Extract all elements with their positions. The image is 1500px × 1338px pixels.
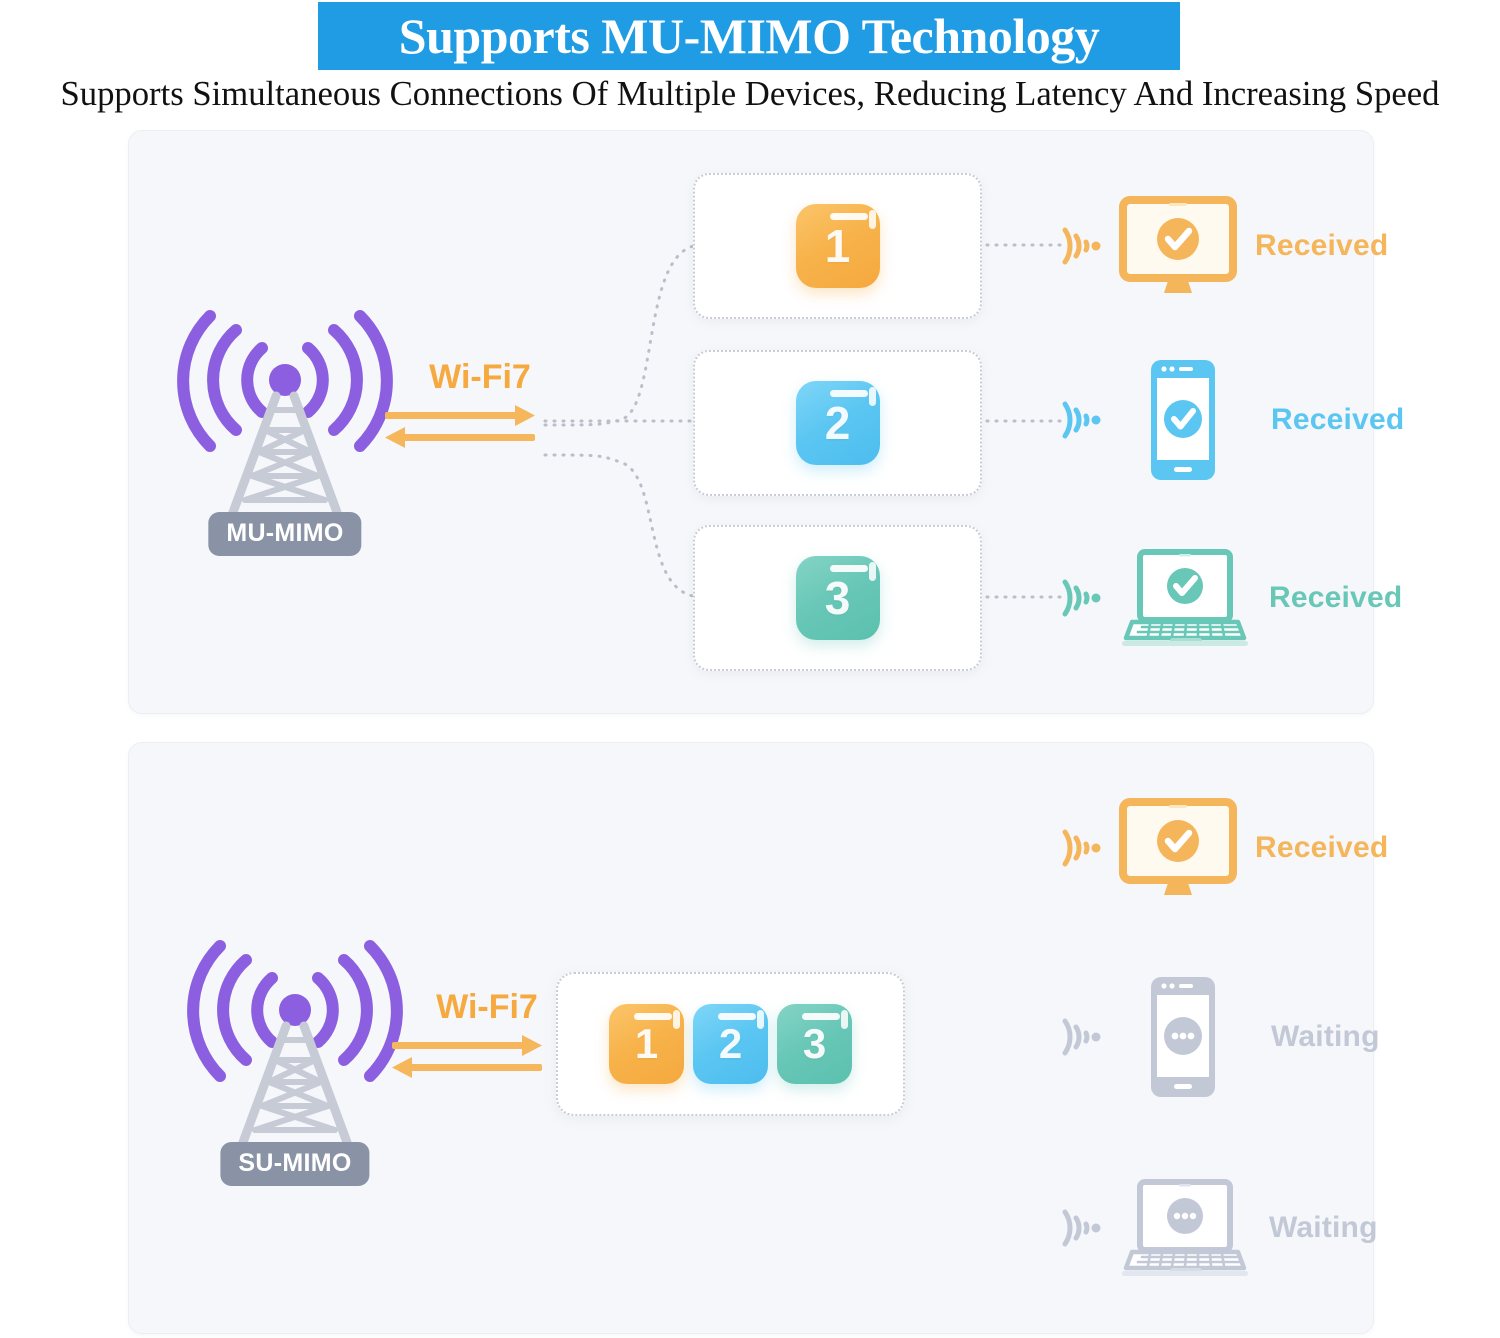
tile-fold-icon — [802, 1010, 848, 1030]
tower-su-mimo: SU-MIMO — [180, 930, 410, 1186]
tile-number: 3 — [824, 572, 851, 624]
laptop-icon — [1122, 549, 1248, 646]
tower-label-su: SU-MIMO — [220, 1142, 370, 1186]
wifi-signal-icon — [1062, 1209, 1101, 1247]
number-tile-3: 3 — [795, 556, 880, 640]
device-row-phone-su: Waiting — [1055, 975, 1380, 1099]
device-card-2[interactable]: 2 — [693, 350, 982, 496]
status-label: Received — [1255, 229, 1389, 262]
wifi7-link-mu: Wi-Fi7 — [385, 360, 575, 470]
page-title: Supports MU-MIMO Technology — [398, 8, 1100, 64]
bidirectional-arrow-icon — [385, 405, 535, 448]
wifi7-label: Wi-Fi7 — [436, 988, 538, 1026]
tile-number: 2 — [718, 1020, 743, 1067]
number-tile-1: 1 — [795, 204, 880, 288]
device-row-monitor-mu: Received — [1055, 196, 1388, 296]
tower-label-mu: MU-MIMO — [208, 512, 362, 556]
device-row-monitor-su: Received — [1055, 798, 1388, 898]
status-label: Waiting — [1271, 1020, 1380, 1053]
wifi-signal-icon — [1062, 579, 1101, 617]
radio-tower-icon — [187, 940, 403, 1150]
tile-fold-icon — [718, 1010, 764, 1030]
device-card-group[interactable]: 1 2 3 — [556, 972, 905, 1116]
status-label: Received — [1255, 831, 1389, 864]
number-tile-2: 2 — [693, 1004, 768, 1084]
device-card-1[interactable]: 1 — [693, 173, 982, 319]
bidirectional-arrow-icon — [392, 1035, 542, 1078]
tile-number: 3 — [802, 1020, 827, 1067]
smartphone-icon — [1151, 360, 1215, 480]
device-row-phone-mu: Received — [1055, 358, 1404, 482]
device-row-laptop-su: Waiting — [1055, 1178, 1378, 1278]
wifi7-link-su: Wi-Fi7 — [392, 990, 582, 1100]
number-tile-3: 3 — [777, 1004, 852, 1084]
wifi-signal-icon — [1062, 227, 1101, 265]
number-tile-1: 1 — [609, 1004, 684, 1084]
status-label: Received — [1269, 581, 1403, 614]
wifi7-label: Wi-Fi7 — [429, 358, 531, 396]
wifi-signal-icon — [1062, 829, 1101, 867]
number-tile-2: 2 — [795, 381, 880, 465]
tower-mu-mimo: MU-MIMO — [170, 300, 400, 556]
tile-number: 1 — [824, 220, 851, 272]
monitor-icon — [1119, 196, 1237, 293]
tile-number: 1 — [634, 1020, 659, 1067]
tile-fold-icon — [634, 1010, 680, 1030]
device-row-laptop-mu: Received — [1055, 548, 1402, 648]
tile-number: 2 — [824, 397, 851, 449]
status-label: Waiting — [1269, 1211, 1378, 1244]
radio-tower-icon — [177, 310, 393, 520]
title-banner: Supports MU-MIMO Technology — [318, 2, 1180, 70]
tile-fold-icon — [829, 387, 876, 407]
device-card-3[interactable]: 3 — [693, 525, 982, 671]
monitor-icon — [1119, 798, 1237, 895]
wifi-signal-icon — [1062, 401, 1101, 439]
tile-fold-icon — [829, 562, 876, 582]
wifi-signal-icon — [1062, 1018, 1101, 1056]
status-label: Received — [1271, 403, 1405, 436]
laptop-icon — [1122, 1179, 1248, 1276]
tile-fold-icon — [829, 210, 876, 230]
page-subtitle: Supports Simultaneous Connections Of Mul… — [60, 74, 1440, 113]
smartphone-icon — [1151, 977, 1215, 1097]
